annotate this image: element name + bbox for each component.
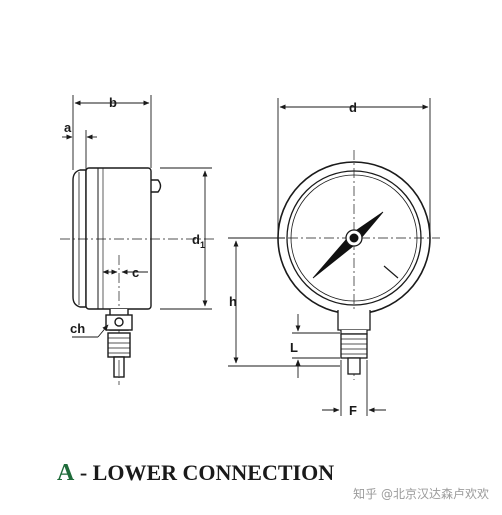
label-b: b: [109, 95, 117, 110]
caption: A - LOWER CONNECTION: [57, 460, 334, 486]
front-stop-mark: [383, 265, 399, 279]
label-L: L: [290, 340, 298, 355]
label-d1: d1: [192, 232, 205, 250]
side-dimensions: [62, 95, 212, 338]
label-h: h: [229, 294, 237, 309]
label-d1-sub: 1: [200, 240, 205, 250]
watermark: 知乎 @北京汉达森卢欢欢: [353, 486, 489, 501]
front-pointer: [312, 211, 384, 279]
side-plug: [151, 179, 162, 193]
front-dimensions: [228, 98, 431, 416]
label-c: c: [132, 265, 139, 280]
label-ch: ch: [70, 321, 85, 336]
label-d: d: [349, 100, 357, 115]
caption-letter: A: [57, 460, 75, 486]
label-a: a: [64, 120, 72, 135]
label-d1-main: d: [192, 232, 200, 247]
caption-text: - LOWER CONNECTION: [74, 460, 334, 485]
front-stem: [337, 310, 371, 331]
side-bezel: [72, 169, 87, 308]
side-view: [60, 167, 215, 385]
side-case: [85, 167, 152, 310]
label-F: F: [349, 403, 357, 418]
